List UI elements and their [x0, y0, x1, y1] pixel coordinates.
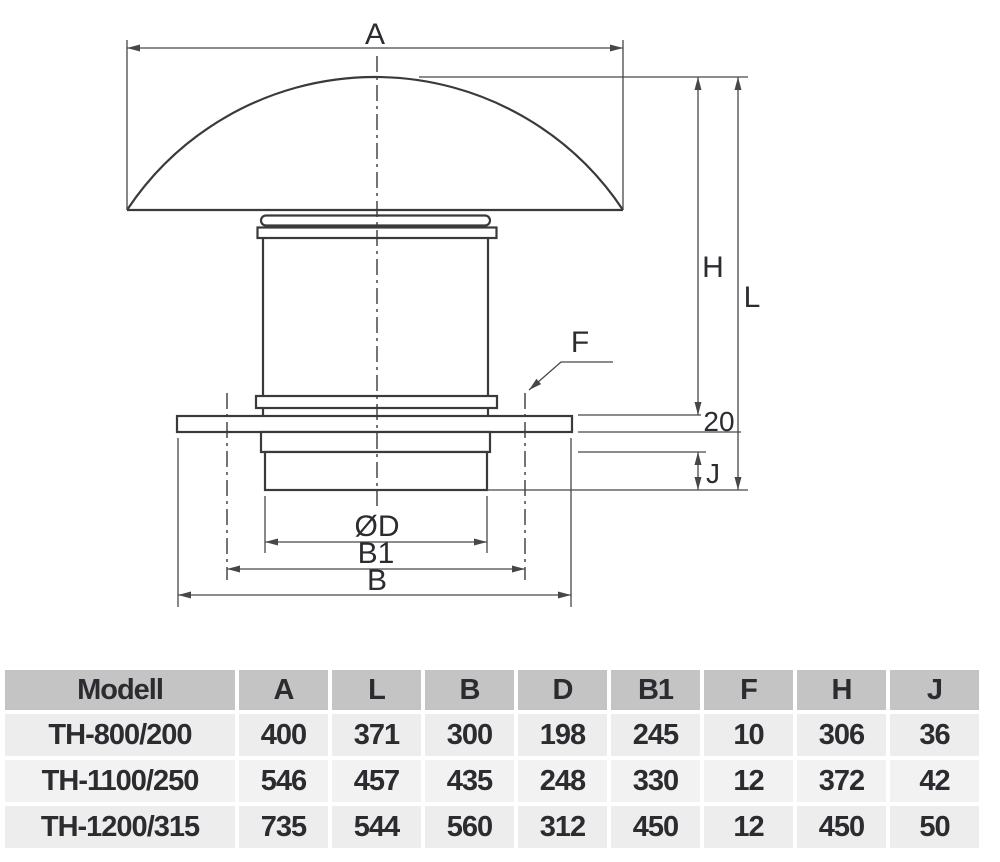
value-cell: 50: [890, 806, 979, 848]
table-header-cell: Modell: [5, 670, 235, 710]
dim-label-d: ØD: [355, 510, 400, 543]
dim-label-b1: B1: [358, 537, 395, 570]
duct-spigot: [263, 450, 489, 492]
value-cell: 248: [518, 760, 607, 802]
dim-label-plate-thickness: 20: [703, 406, 734, 437]
dim-label-l: L: [744, 281, 761, 314]
value-cell: 300: [425, 714, 514, 756]
value-cell: 42: [890, 760, 979, 802]
value-cell: 12: [704, 760, 793, 802]
value-cell: 546: [239, 760, 328, 802]
dim-label-j: J: [706, 458, 720, 489]
value-cell: 544: [332, 806, 421, 848]
f-leader-line: [528, 361, 613, 391]
value-cell: 372: [797, 760, 886, 802]
value-cell: 457: [332, 760, 421, 802]
model-cell: TH-800/200: [5, 714, 235, 756]
dim-label-f: F: [571, 326, 589, 359]
value-cell: 306: [797, 714, 886, 756]
value-cell: 450: [611, 806, 700, 848]
table-header-cell: F: [704, 670, 793, 710]
value-cell: 10: [704, 714, 793, 756]
lower-collar: [259, 430, 492, 454]
value-cell: 371: [332, 714, 421, 756]
value-cell: 312: [518, 806, 607, 848]
hood-arc: [126, 75, 624, 211]
upper-collar-band: [259, 214, 492, 227]
table-header-cell: A: [239, 670, 328, 710]
value-cell: 400: [239, 714, 328, 756]
table-header-cell: B: [425, 670, 514, 710]
value-cell: 245: [611, 714, 700, 756]
value-cell: 735: [239, 806, 328, 848]
model-cell: TH-1200/315: [5, 806, 235, 848]
value-cell: 560: [425, 806, 514, 848]
value-cell: 198: [518, 714, 607, 756]
technical-drawing: A H L 20 J F ØD B1 B: [126, 18, 761, 607]
value-cell: 450: [797, 806, 886, 848]
value-cell: 12: [704, 806, 793, 848]
table-header-cell: H: [797, 670, 886, 710]
base-plate: [175, 414, 574, 434]
table-header-cell: L: [332, 670, 421, 710]
value-cell: 330: [611, 760, 700, 802]
value-cell: 435: [425, 760, 514, 802]
dim-label-a: A: [365, 18, 385, 51]
value-cell: 36: [890, 714, 979, 756]
model-cell: TH-1100/250: [5, 760, 235, 802]
dim-label-b: B: [367, 564, 387, 597]
table-header-cell: J: [890, 670, 979, 710]
dim-label-h: H: [702, 251, 724, 284]
table-header-cell: B1: [611, 670, 700, 710]
table-header-cell: D: [518, 670, 607, 710]
